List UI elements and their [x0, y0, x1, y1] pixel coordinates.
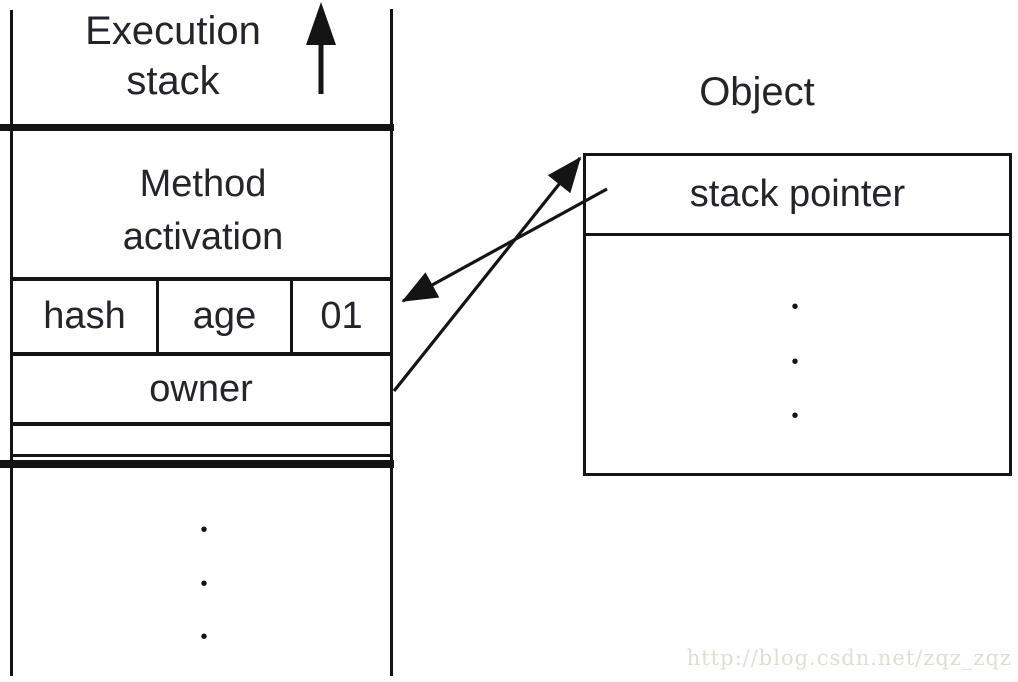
arrow-owner-to-object-icon: [392, 156, 582, 392]
stack-pointer-field: stack pointer: [586, 156, 1009, 236]
stack-thick-divider-bottom: [0, 460, 394, 468]
watermark: http://blog.csdn.net/zqz_zqz: [686, 646, 1012, 670]
lock-record-divider-2: [290, 277, 293, 356]
lock-record-cell-age: age: [192, 295, 257, 337]
object-title: Object: [699, 70, 815, 114]
lock-record-cell-hash: hash: [43, 295, 126, 337]
method-activation-label: Method activation: [122, 163, 284, 258]
stack-ellipsis-dot-1: •: [200, 519, 208, 541]
object-ellipsis-dot-2: •: [791, 351, 799, 373]
stack-ellipsis-dot-2: •: [200, 573, 208, 595]
lock-record-divider-1: [156, 277, 159, 356]
execution-stack-title: Execution stack: [85, 9, 261, 103]
arrow-stack-pointer-to-lock-record-icon: [401, 187, 608, 303]
lock-record-top-border: [11, 277, 391, 281]
lock-record-bottom-border: [11, 352, 391, 356]
object-box: stack pointer: [583, 153, 1012, 476]
stack-right-border: [390, 9, 393, 676]
up-arrow-icon: [306, 2, 336, 94]
stack-thick-divider-top: [0, 124, 394, 131]
stack-ellipsis-dot-3: •: [200, 626, 208, 648]
lock-record-cell-01: 01: [320, 295, 363, 337]
object-ellipsis-dot-1: •: [791, 296, 799, 318]
empty-row-bottom-border: [11, 454, 391, 457]
owner-bottom-border: [11, 422, 391, 426]
stack-left-border: [10, 10, 13, 676]
object-ellipsis-dot-3: •: [791, 405, 799, 427]
owner-label: owner: [149, 368, 253, 410]
